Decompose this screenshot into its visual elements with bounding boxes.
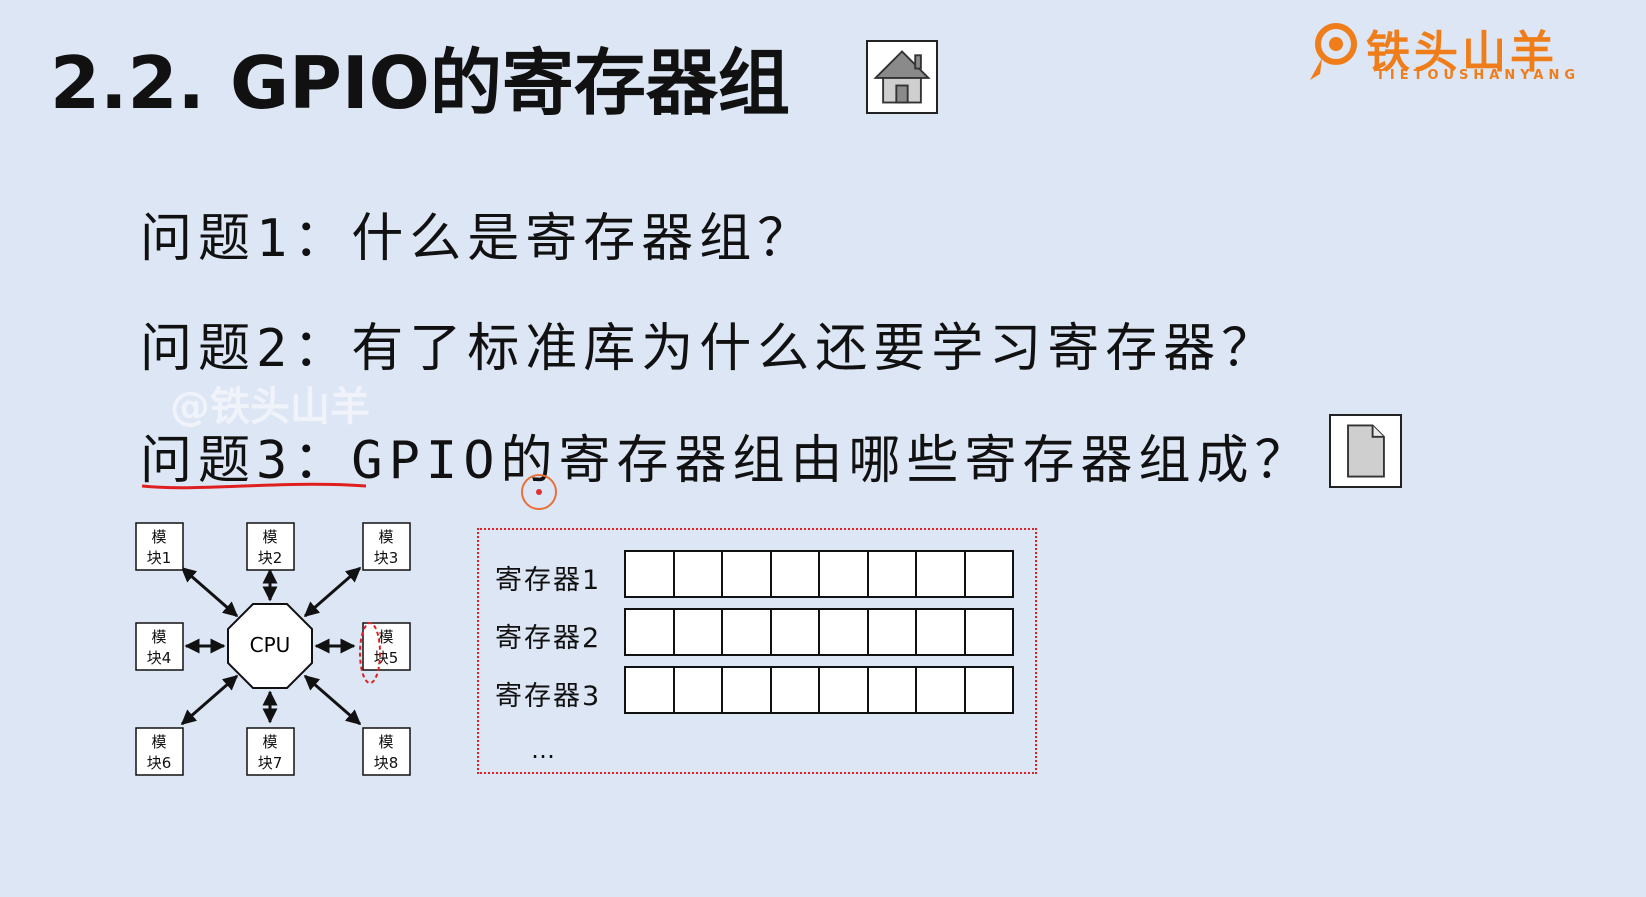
register-bit: [626, 552, 675, 596]
svg-text:模: 模: [378, 528, 393, 546]
register-bit: [966, 610, 1013, 654]
register-group: 寄存器1 寄存器2 寄存器3 …: [477, 528, 1037, 774]
home-icon: [873, 50, 931, 104]
register-label-2: 寄存器2: [495, 623, 602, 654]
register-row-1: [624, 550, 1014, 598]
module-5-annotation: [359, 622, 381, 684]
register-bit: [675, 668, 723, 712]
cursor-dot: [536, 489, 542, 495]
module-7: 模 块7: [246, 727, 295, 776]
register-bit: [675, 552, 723, 596]
register-bit: [869, 552, 917, 596]
register-bit: [917, 552, 966, 596]
cursor-highlight: [521, 474, 557, 510]
module-1: 模 块1: [135, 522, 184, 571]
svg-text:块5: 块5: [374, 649, 399, 667]
logo-subtitle: TIETOUSHANYANG: [1376, 68, 1581, 83]
register-label-1: 寄存器1: [495, 565, 602, 596]
module-5: 模 块5: [362, 622, 411, 671]
register-bit: [820, 668, 869, 712]
slide-title: 2.2. GPIO的寄存器组: [50, 41, 790, 125]
svg-text:模: 模: [378, 733, 393, 751]
cpu-node: [227, 603, 313, 689]
register-bit: [917, 610, 966, 654]
register-bit: [869, 668, 917, 712]
register-ellipsis: …: [531, 736, 557, 764]
question-3: 问题3：GPIO的寄存器组由哪些寄存器组成？: [140, 431, 1313, 491]
document-button[interactable]: [1329, 414, 1402, 488]
goat-logo-icon: [1310, 23, 1357, 80]
svg-text:模: 模: [151, 733, 166, 751]
register-bit: [675, 610, 723, 654]
module-4: 模 块4: [135, 622, 184, 671]
svg-text:模: 模: [378, 628, 393, 646]
register-bit: [966, 668, 1013, 712]
svg-text:块2: 块2: [258, 549, 283, 567]
register-bit: [820, 610, 869, 654]
question-2: 问题2：有了标准库为什么还要学习寄存器？: [140, 319, 1280, 379]
svg-text:块4: 块4: [147, 649, 172, 667]
home-button[interactable]: [866, 40, 938, 114]
brand-logo: 铁头山羊 TIETOUSHANYANG: [1306, 14, 1606, 84]
cpu-label: CPU: [250, 633, 291, 657]
register-bit: [626, 610, 675, 654]
svg-text:块3: 块3: [374, 549, 399, 567]
watermark: @铁头山羊: [170, 384, 370, 430]
module-3: 模 块3: [362, 522, 411, 571]
svg-text:模: 模: [151, 528, 166, 546]
register-bit: [820, 552, 869, 596]
svg-text:模: 模: [151, 628, 166, 646]
module-6: 模 块6: [135, 727, 184, 776]
svg-text:块6: 块6: [147, 754, 172, 772]
register-bit: [626, 668, 675, 712]
register-row-2: [624, 608, 1014, 656]
module-8: 模 块8: [362, 727, 411, 776]
svg-text:块7: 块7: [258, 754, 283, 772]
register-bit: [869, 610, 917, 654]
svg-text:块8: 块8: [374, 754, 399, 772]
register-bit: [723, 668, 772, 712]
register-label-3: 寄存器3: [495, 681, 602, 712]
module-2: 模 块2: [246, 522, 295, 571]
logo-text: 铁头山羊: [1366, 27, 1558, 78]
document-icon: [1347, 424, 1385, 478]
question-3-underline: [141, 482, 367, 490]
svg-text:模: 模: [262, 528, 277, 546]
svg-text:块1: 块1: [147, 549, 172, 567]
svg-text:模: 模: [262, 733, 277, 751]
register-bit: [723, 610, 772, 654]
register-bit: [723, 552, 772, 596]
register-bit: [772, 668, 820, 712]
question-1: 问题1：什么是寄存器组？: [140, 209, 816, 269]
register-bit: [772, 552, 820, 596]
register-bit: [917, 668, 966, 712]
register-bit: [966, 552, 1013, 596]
register-bit: [772, 610, 820, 654]
cpu-module-diagram: CPU 模 块1 模 块2 模 块: [135, 522, 411, 776]
register-row-3: [624, 666, 1014, 714]
